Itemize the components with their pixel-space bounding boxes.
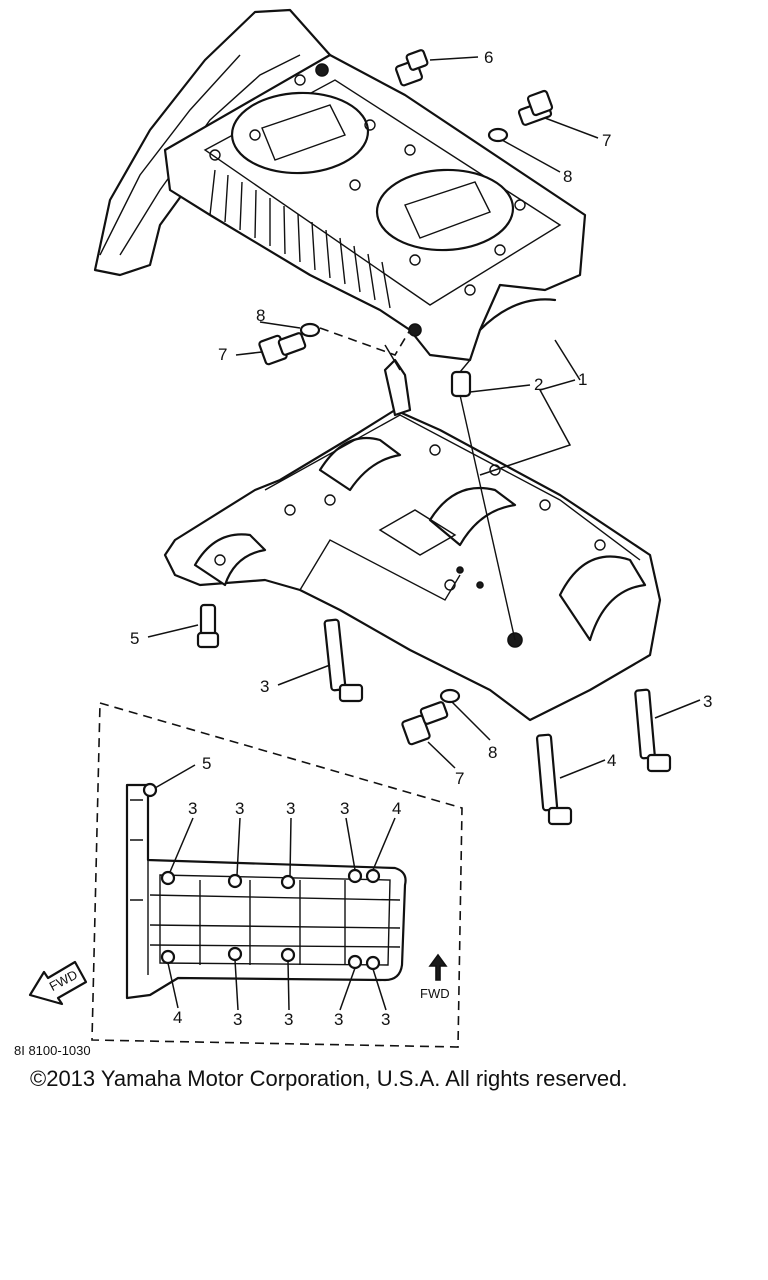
callout-4: 4 xyxy=(607,751,616,770)
callout-1: 1 xyxy=(578,370,587,389)
callout-7-mid: 7 xyxy=(218,345,227,364)
part-8-washer-lower xyxy=(439,688,461,704)
callout-8-mid: 8 xyxy=(256,306,265,325)
callout-2: 2 xyxy=(534,375,543,394)
part-4-bolt xyxy=(535,733,573,826)
crankcase-exploded-diagram: 6 7 8 8 7 2 1 5 3 3 4 8 7 FWD FWD 5 xyxy=(28,8,712,1048)
lower-crankcase xyxy=(163,358,662,722)
callout-7-upper: 7 xyxy=(602,131,611,150)
part-7-bolt-lower xyxy=(401,701,449,746)
part-6-plug xyxy=(394,49,429,87)
part-8-washer-upper xyxy=(487,127,509,143)
part-2-dowel xyxy=(450,370,472,398)
inset-callout-3c: 3 xyxy=(286,799,295,818)
part-8-washer-mid xyxy=(299,322,321,338)
leader-lines xyxy=(147,56,701,779)
inset-callout-4a: 4 xyxy=(392,799,401,818)
copyright-notice: ©2013 Yamaha Motor Corporation, U.S.A. A… xyxy=(30,1066,628,1091)
fwd-label: FWD xyxy=(420,986,450,1001)
diagram-code: 8I 8100-1030 xyxy=(14,1043,91,1058)
callout-3-left: 3 xyxy=(260,677,269,696)
inset-callout-3e: 3 xyxy=(233,1010,242,1029)
callout-3-right: 3 xyxy=(703,692,712,711)
part-7-bolt-mid xyxy=(258,332,307,366)
inset-callout-3a: 3 xyxy=(188,799,197,818)
inset-callout-5: 5 xyxy=(202,754,211,773)
part-3-bolt-left xyxy=(323,618,364,703)
inset-callout-3h: 3 xyxy=(381,1010,390,1029)
callout-8-upper: 8 xyxy=(563,167,572,186)
inset-callout-3f: 3 xyxy=(284,1010,293,1029)
part-3-bolt-right xyxy=(634,688,672,773)
upper-crankcase xyxy=(93,8,587,362)
callout-7-lower: 7 xyxy=(455,769,464,788)
part-5-bolt xyxy=(196,603,220,649)
inset-bottom-view xyxy=(28,701,463,1048)
inset-callout-4b: 4 xyxy=(173,1008,182,1027)
inset-callout-3g: 3 xyxy=(334,1010,343,1029)
part-7-bolt-upper xyxy=(517,89,554,126)
callout-8-lower: 8 xyxy=(488,743,497,762)
inset-callout-3d: 3 xyxy=(340,799,349,818)
inset-callout-3b: 3 xyxy=(235,799,244,818)
callout-6: 6 xyxy=(484,48,493,67)
callout-5: 5 xyxy=(130,629,139,648)
